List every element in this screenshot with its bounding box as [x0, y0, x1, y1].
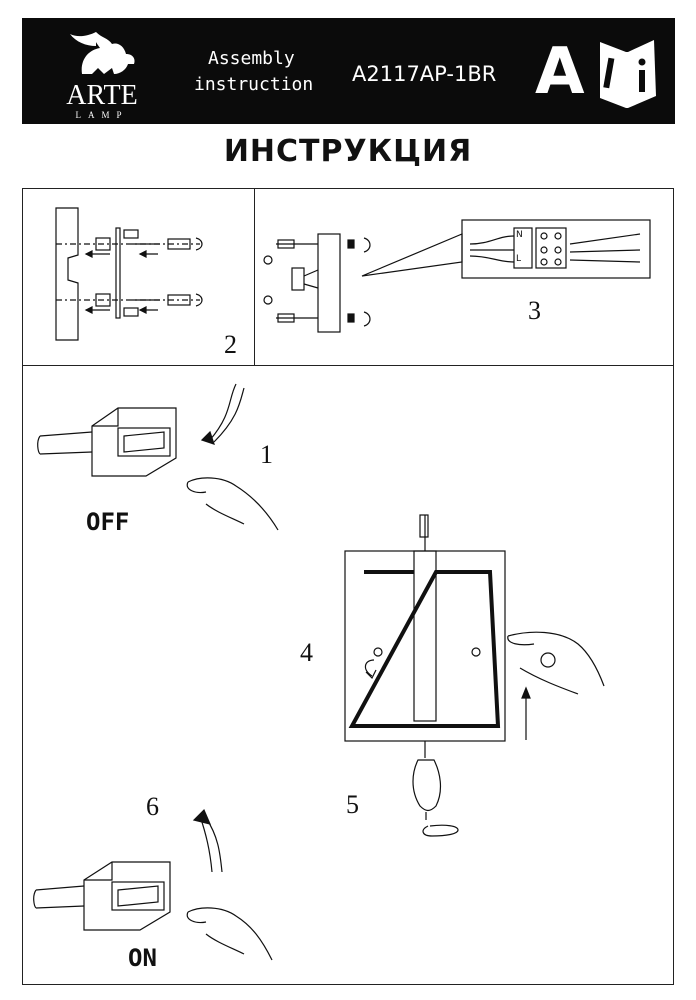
info-icon: [638, 58, 646, 66]
manual-book-icon: [600, 40, 656, 108]
bulb-icon: [412, 759, 442, 812]
brand-sub: LAMP: [75, 110, 129, 120]
language-letter: A: [535, 35, 585, 109]
step-number-1: 1: [260, 440, 273, 469]
terminal-label-l: L: [516, 254, 522, 264]
screwdriver-icon: [603, 57, 615, 89]
step-number-4: 4: [300, 638, 313, 667]
model-number: A2117AP-1BR: [352, 62, 497, 86]
doc-type-line2: instruction: [194, 74, 314, 95]
switch-off-illustration: [37, 383, 279, 531]
brand-logo: ARTE LAMP: [52, 24, 152, 120]
header-bar: ARTE LAMP Assembly instruction A2117AP-1…: [22, 18, 675, 124]
wiring-diagram: [263, 219, 651, 333]
switch-on-illustration: [33, 808, 273, 961]
lampshade-illustration: [344, 514, 605, 837]
instruction-frame: [22, 188, 674, 985]
panel-divider-vertical: [254, 188, 255, 365]
step-number-3: 3: [528, 296, 541, 325]
terminal-label-n: N: [516, 230, 523, 240]
panel-divider-horizontal: [22, 365, 674, 366]
rotate-arrow-icon: [422, 824, 459, 837]
brand-word: ARTE: [66, 80, 138, 111]
wall-mount-diagram: [55, 207, 203, 341]
step-number-6: 6: [146, 792, 159, 821]
step-number-2: 2: [224, 330, 237, 359]
switch-off-label: OFF: [86, 508, 130, 536]
switch-on-label: ON: [128, 944, 157, 972]
lion-logo-icon: [70, 32, 135, 74]
step-number-5: 5: [346, 790, 359, 819]
page-title: ИНСТРУКЦИЯ: [223, 134, 473, 169]
hand-icon: [507, 631, 605, 695]
doc-type-line1: Assembly: [208, 48, 295, 69]
